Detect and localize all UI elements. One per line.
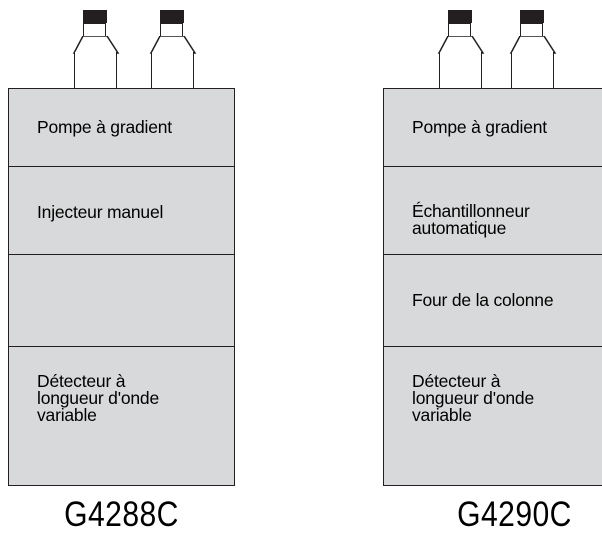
system-stack-g4290c: Pompe à gradient Échantillonneur automat… [383,0,602,533]
module-label: Détecteur à longueur d'onde variable [37,371,159,425]
module-label: Pompe à gradient [37,117,172,137]
module-label: Four de la colonne [412,290,554,310]
module-pump: Pompe à gradient [8,88,235,168]
module-label: Injecteur manuel [37,202,164,222]
module-detector: Détecteur à longueur d'onde variable [383,346,602,486]
module-label: Pompe à gradient [412,117,547,137]
bottle-cap [520,10,544,23]
solvent-bottle-icon [71,10,121,88]
bottle-body [74,52,117,88]
bottle-body [511,52,554,88]
solvent-bottles [8,0,235,88]
module-label: Détecteur à longueur d'onde variable [412,371,534,425]
system-stack-g4288c: Pompe à gradient Injecteur manuel Détect… [8,0,235,533]
module-pump: Pompe à gradient [383,88,602,168]
bottle-cap [83,10,107,23]
bottle-shoulder [509,36,557,54]
module-autosampler: Échantillonneur automatique [383,166,602,256]
bottle-body [439,52,482,88]
bottle-neck [160,23,183,36]
module-detector: Détecteur à longueur d'onde variable [8,346,235,486]
bottle-shoulder [149,36,197,54]
module-empty [8,254,235,348]
bottle-body [151,52,194,88]
model-label: G4290C [457,495,572,534]
bottle-cap [160,10,184,23]
module-injector: Injecteur manuel [8,166,235,256]
bottle-neck [520,23,543,36]
bottle-neck [83,23,106,36]
model-label: G4288C [64,495,179,534]
module-label: Échantillonneur automatique [412,201,530,238]
bottle-shoulder [72,36,120,54]
bottle-cap [448,10,472,23]
solvent-bottle-icon [436,10,486,88]
bottle-shoulder [437,36,485,54]
solvent-bottles [383,0,602,88]
bottle-neck [448,23,471,36]
solvent-bottle-icon [508,10,558,88]
module-column-oven: Four de la colonne [383,254,602,348]
solvent-bottle-icon [148,10,198,88]
